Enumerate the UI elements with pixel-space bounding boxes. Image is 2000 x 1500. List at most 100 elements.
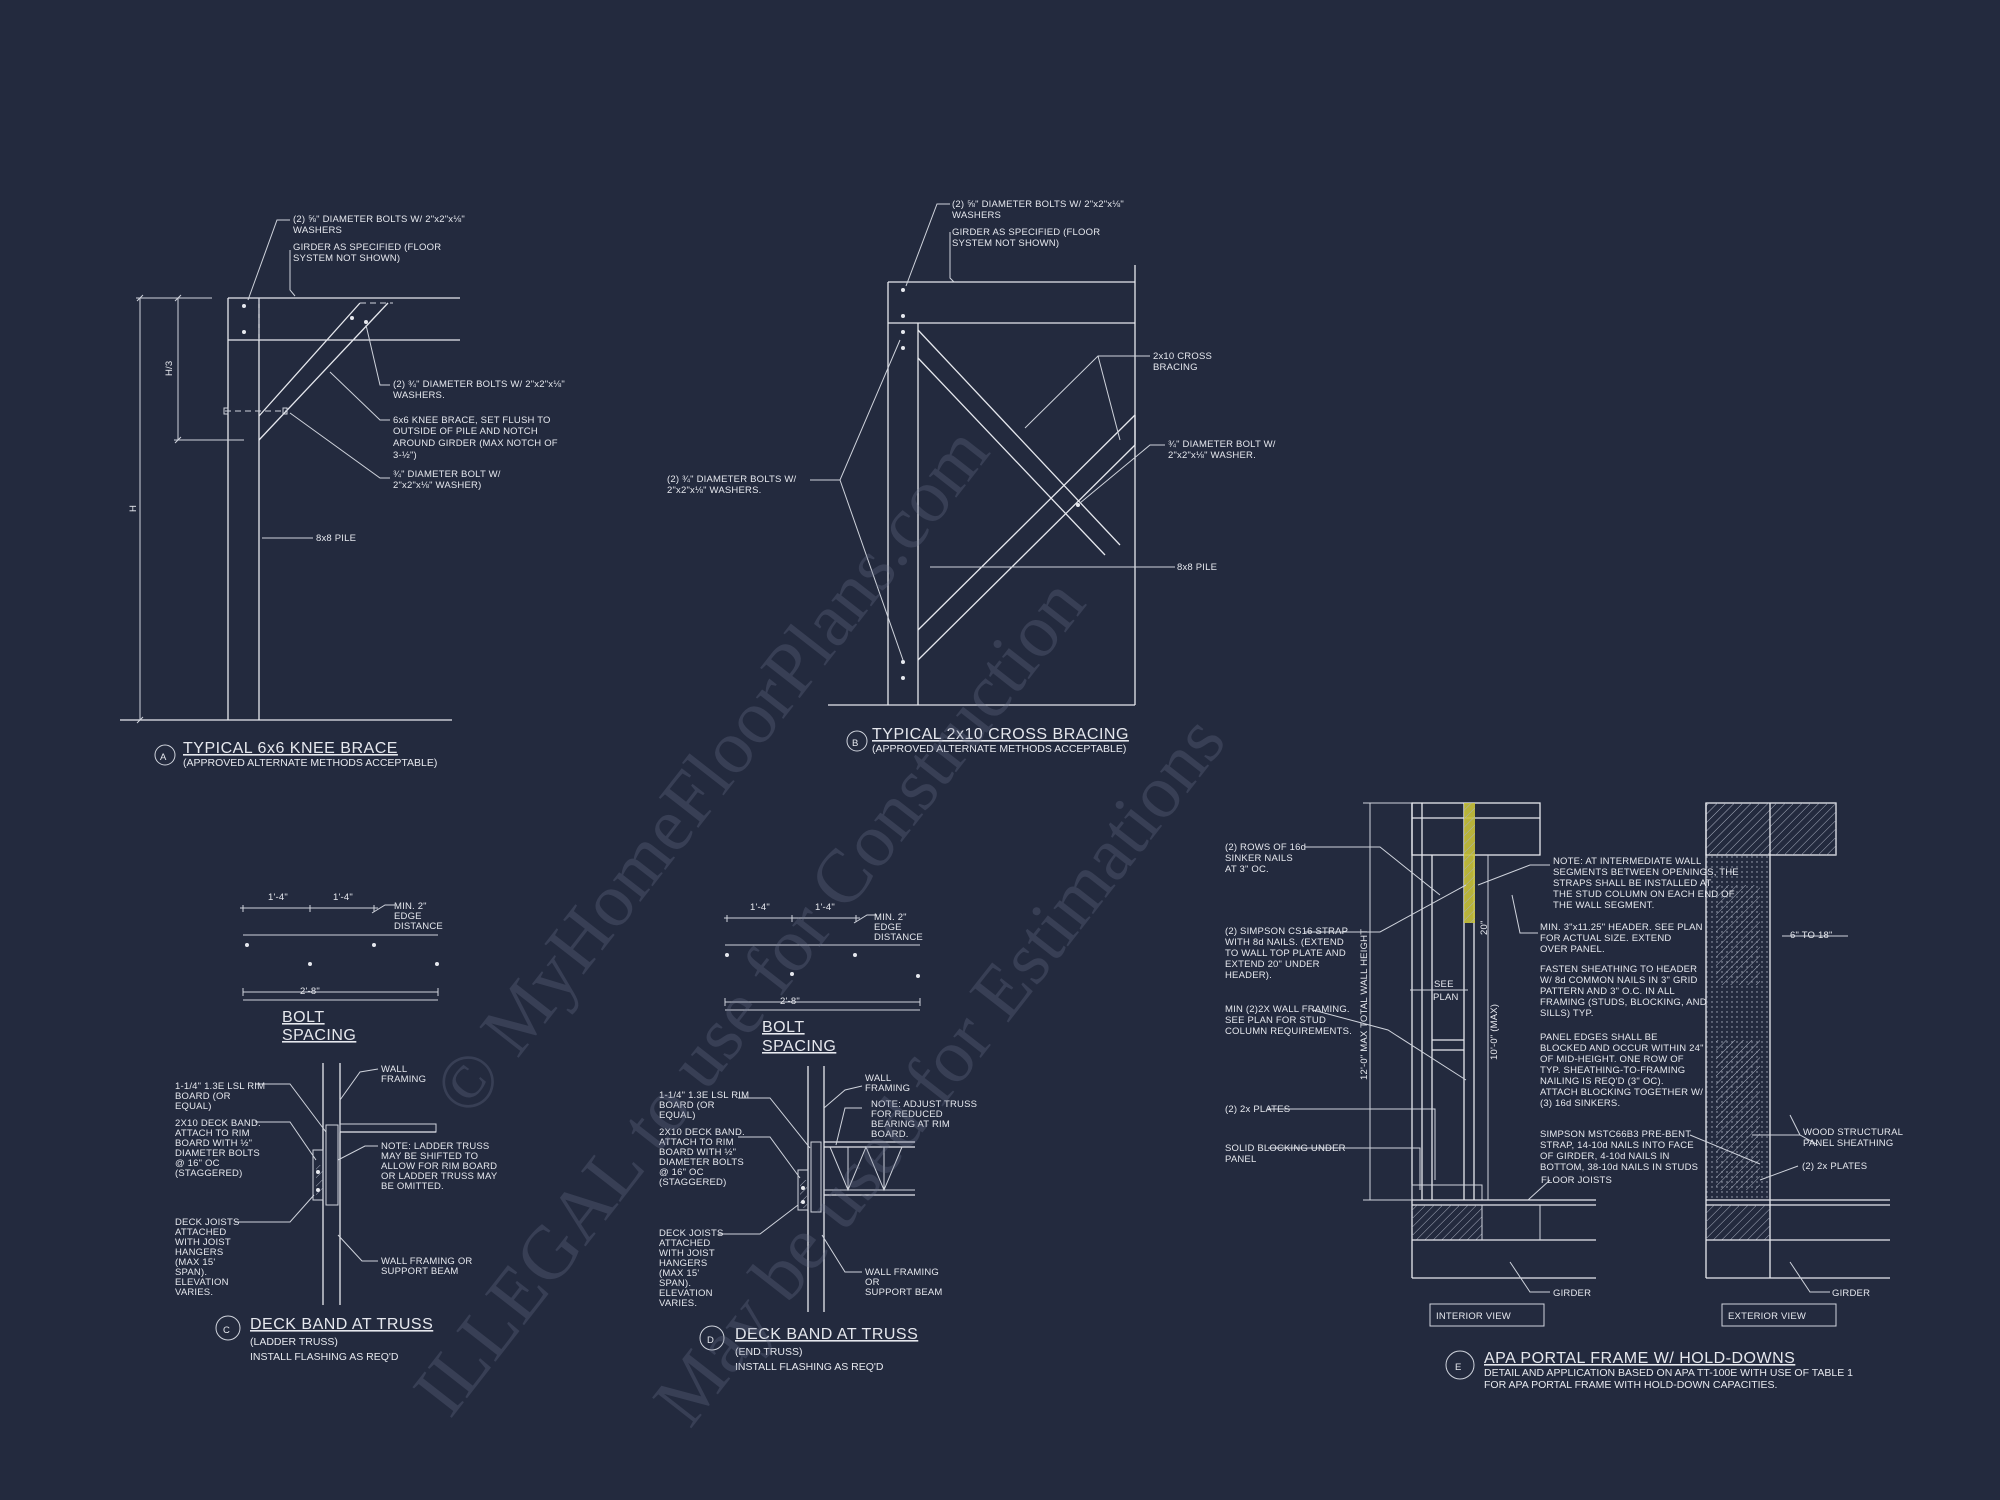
c-note: (MAX 15' [175, 1257, 215, 1268]
e-note: PATTERN AND 3" O.C. IN ALL [1540, 986, 1675, 997]
d-note: WALL FRAMING [865, 1267, 939, 1278]
c-note: ATTACH TO RIM [175, 1128, 250, 1139]
see-plan: PLAN [1433, 992, 1459, 1003]
detail-tag: A [160, 752, 167, 763]
c-note: WALL [381, 1064, 407, 1075]
d-note: ATTACHED [659, 1238, 710, 1249]
b-note: 2"x2"x⅛" WASHER. [1168, 450, 1256, 461]
c-note: OR LADDER TRUSS MAY [381, 1171, 498, 1182]
e-note: FRAMING (STUDS, BLOCKING, AND [1540, 997, 1707, 1008]
detail-subtitle: (APPROVED ALTERNATE METHODS ACCEPTABLE) [183, 757, 437, 769]
dim-20in: 20" [1479, 920, 1490, 935]
e-note: PANEL [1225, 1154, 1256, 1165]
c-note: BOARD (OR [175, 1091, 231, 1102]
detail-subtitle: INSTALL FLASHING AS REQ'D [735, 1361, 884, 1373]
e-note: (2) 2x PLATES [1802, 1161, 1867, 1172]
c-note: WITH JOIST [175, 1237, 231, 1248]
b-note: 2"x2"x⅛" WASHERS. [667, 485, 761, 496]
d-note: BOARD. [871, 1129, 909, 1140]
e-note: SIMPSON MSTC66B3 PRE-BENT [1540, 1129, 1691, 1140]
a-note: WASHERS [293, 225, 342, 236]
c-note: DIAMETER BOLTS [175, 1148, 260, 1159]
c-note: 1-1/4" 1.3E LSL RIM [175, 1081, 265, 1092]
bolt-title: BOLT [282, 1009, 325, 1026]
exterior-view-box [1721, 1303, 1837, 1327]
dim-text: 1'-4" [333, 892, 353, 903]
d-note: WALL [865, 1073, 891, 1084]
e-note: GIRDER [1832, 1288, 1870, 1299]
bolt-title: BOLT [762, 1019, 805, 1036]
d-note: SUPPORT BEAM [865, 1287, 943, 1298]
c-note: NOTE: LADDER TRUSS [381, 1141, 489, 1152]
c-note: ATTACHED [175, 1227, 226, 1238]
dim-h: H [128, 505, 139, 512]
d-note: 2X10 DECK BAND. [659, 1127, 745, 1138]
e-note: STRAPS SHALL BE INSTALLED AT [1553, 878, 1712, 889]
c-note: WALL FRAMING OR [381, 1256, 473, 1267]
a-note: SYSTEM NOT SHOWN) [293, 253, 400, 264]
c-note: VARIES. [175, 1287, 213, 1298]
e-note: SINKER NAILS [1225, 853, 1293, 864]
d-note: EQUAL) [659, 1110, 696, 1121]
e-note: MIN. 3"x11.25" HEADER. SEE PLAN [1540, 922, 1703, 933]
detail-b-cross-bracing: (2) ⅝" DIAMETER BOLTS W/ 2"x2"x⅛" WASHER… [667, 199, 1276, 755]
e-note: NOTE: AT INTERMEDIATE WALL [1553, 856, 1701, 867]
interior-view-box [1429, 1303, 1545, 1327]
exterior-view-label: EXTERIOR VIEW [1728, 1311, 1806, 1322]
b-note: WASHERS [952, 210, 1001, 221]
edge-note: DISTANCE [874, 932, 923, 943]
b-note: 8x8 PILE [1177, 562, 1217, 573]
detail-subtitle: INSTALL FLASHING AS REQ'D [250, 1351, 399, 1363]
d-note: ATTACH TO RIM [659, 1137, 734, 1148]
d-note: @ 16" OC [659, 1167, 704, 1178]
c-note: BE OMITTED. [381, 1181, 444, 1192]
c-note: FRAMING [381, 1074, 426, 1085]
detail-title: TYPICAL 2x10 CROSS BRACING [872, 726, 1129, 743]
a-note: 6x6 KNEE BRACE, SET FLUSH TO [393, 415, 551, 426]
c-note: (STAGGERED) [175, 1168, 242, 1179]
b-note: (2) ⅝" DIAMETER BOLTS W/ 2"x2"x⅛" [952, 199, 1124, 210]
detail-tag-circle [1445, 1350, 1475, 1380]
detail-title: DECK BAND AT TRUSS [735, 1326, 918, 1343]
c-note: MAY BE SHIFTED TO [381, 1151, 478, 1162]
detail-tag-circle [846, 730, 868, 752]
e-note: MIN (2)2X WALL FRAMING. [1225, 1004, 1350, 1015]
e-note: HEADER). [1225, 970, 1272, 981]
c-note: DECK JOISTS [175, 1217, 240, 1228]
detail-tag-circle [215, 1315, 241, 1341]
c-note: SPAN). [175, 1267, 207, 1278]
edge-note: DISTANCE [394, 921, 443, 932]
bolt-title: SPACING [282, 1027, 356, 1044]
a-note: (2) ¾" DIAMETER BOLTS W/ 2"x2"x⅛" [393, 379, 565, 390]
c-note: EQUAL) [175, 1101, 212, 1112]
e-note: OF MID-HEIGHT. ONE ROW OF [1540, 1054, 1684, 1065]
edge-note: MIN. 2" [874, 912, 907, 923]
e-note: SEE PLAN FOR STUD [1225, 1015, 1326, 1026]
e-note: (2) SIMPSON CS16 STRAP [1225, 926, 1348, 937]
d-note: (MAX 15' [659, 1268, 699, 1279]
edge-note: MIN. 2" [394, 901, 427, 912]
detail-title: APA PORTAL FRAME W/ HOLD-DOWNS [1484, 1350, 1795, 1367]
a-note: ¾" DIAMETER BOLT W/ [393, 469, 501, 480]
dim-text: 1'-4" [815, 902, 835, 913]
e-note: OF GIRDER, 4-10d NAILS IN [1540, 1151, 1670, 1162]
d-note: BEARING AT RIM [871, 1119, 950, 1130]
dim-wall-height: 12'-0" MAX TOTAL WALL HEIGHT [1359, 929, 1370, 1080]
e-note: TYP. SHEATHING-TO-FRAMING [1540, 1065, 1685, 1076]
a-note: GIRDER AS SPECIFIED (FLOOR [293, 242, 441, 253]
detail-tag: E [1455, 1362, 1462, 1373]
d-note: 1-1/4" 1.3E LSL RIM [659, 1090, 749, 1101]
detail-subtitle: (APPROVED ALTERNATE METHODS ACCEPTABLE) [872, 743, 1126, 755]
dim-10ft: 10'-0" (MAX) [1489, 1004, 1500, 1060]
d-note: BOARD WITH ½" [659, 1147, 736, 1158]
watermark: © MyHomeFloorPlans.com ILLEGAL to use fo… [397, 411, 1241, 1440]
dim-text: 2'-8" [780, 996, 800, 1007]
a-note: OUTSIDE OF PILE AND NOTCH [393, 426, 538, 437]
d-note: BOARD (OR [659, 1100, 715, 1111]
e-note: (3) 16d SINKERS. [1540, 1098, 1620, 1109]
detail-subtitle: FOR APA PORTAL FRAME WITH HOLD-DOWN CAPA… [1484, 1379, 1777, 1391]
e-note: PANEL SHEATHING [1803, 1138, 1893, 1149]
e-note: PANEL EDGES SHALL BE [1540, 1032, 1658, 1043]
detail-title: TYPICAL 6x6 KNEE BRACE [183, 740, 398, 757]
